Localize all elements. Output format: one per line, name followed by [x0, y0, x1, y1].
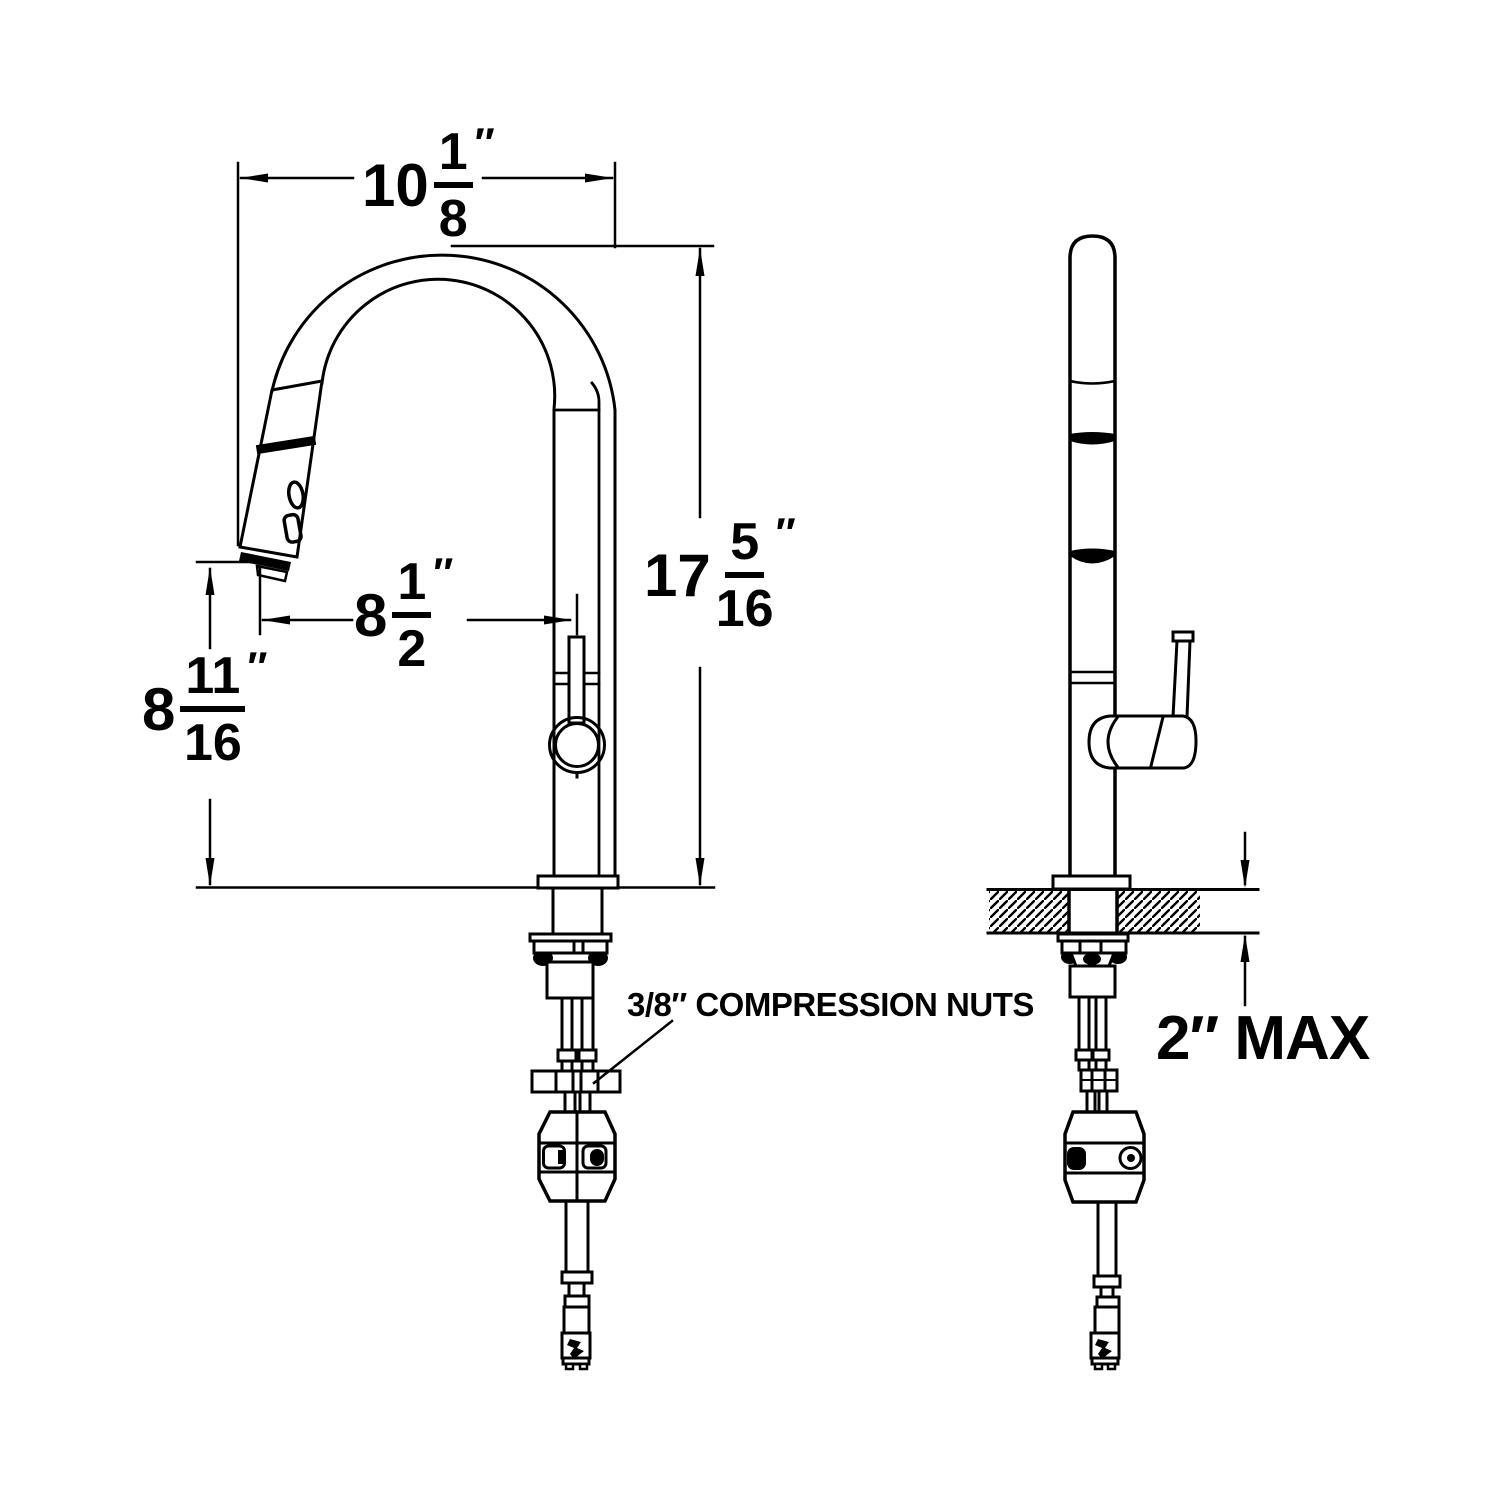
- inch-mark: ″: [474, 119, 495, 166]
- dim-spout-reach-label: 8 1 2 ″: [354, 552, 453, 676]
- faucet-body-side: [1068, 234, 1117, 878]
- faucet-handle-front: [548, 635, 606, 779]
- faucet-handle-side: [1087, 630, 1198, 770]
- dim-value-whole: 10: [362, 151, 429, 219]
- dim-value-fraction: 5 16: [715, 513, 774, 638]
- hose-weight-side: [1063, 1110, 1146, 1204]
- spray-button-icon: [286, 480, 306, 510]
- deck-flange-front: [536, 874, 620, 890]
- spout-arch: [270, 253, 617, 878]
- spray-button-icon: [282, 512, 303, 544]
- mounting-hardware-side: [1056, 932, 1130, 999]
- dim-spout-reach-lines: [258, 566, 579, 636]
- hose-end-front: [560, 1199, 594, 1371]
- hose-end-side: [1089, 1200, 1122, 1371]
- dim-overall-height-lines: [450, 244, 715, 886]
- side-view: [986, 234, 1260, 1371]
- compression-nuts-leader: [592, 1019, 674, 1085]
- compression-nut-side: [1079, 1068, 1119, 1093]
- dim-overall-height-label: 17 5 16 ″: [644, 512, 796, 638]
- dim-value-fraction: 1 2: [392, 556, 432, 675]
- hose-weight-front: [537, 1110, 617, 1203]
- dim-value-fraction: 11 16: [180, 650, 246, 769]
- spray-head: [238, 379, 324, 583]
- inch-mark: ″: [247, 643, 268, 690]
- supply-hoses-side: [1074, 995, 1119, 1114]
- dim-value-whole: 8: [142, 675, 176, 743]
- front-view: [195, 253, 716, 1371]
- dim-value-whole: 17: [644, 541, 711, 609]
- dim-spout-clearance-lines: [195, 560, 264, 886]
- dim-spout-width-label: 10 1 8 ″: [362, 122, 495, 246]
- supply-hoses-front: [530, 996, 622, 1114]
- countertop-cross-section: [986, 888, 1260, 936]
- spray-nozzle: [239, 552, 291, 571]
- dimension-linework: [195, 161, 1250, 1085]
- dim-counter-thickness-lines: [1240, 831, 1250, 1007]
- deck-flange-side: [1051, 874, 1132, 891]
- counter-thickness-max-label: 2″ MAX: [1156, 1004, 1370, 1073]
- dim-value-fraction: 1 8: [433, 126, 473, 245]
- mounting-hardware-front: [528, 886, 613, 1000]
- dim-value-whole: 8: [354, 581, 388, 649]
- inch-mark: ″: [433, 549, 454, 596]
- compression-nuts-label: 3/8″ COMPRESSION NUTS: [627, 986, 1034, 1023]
- dim-spout-clearance-label: 8 11 16 ″: [142, 646, 267, 770]
- inch-mark: ″: [775, 509, 796, 556]
- dim-spout-width-lines: [236, 161, 617, 547]
